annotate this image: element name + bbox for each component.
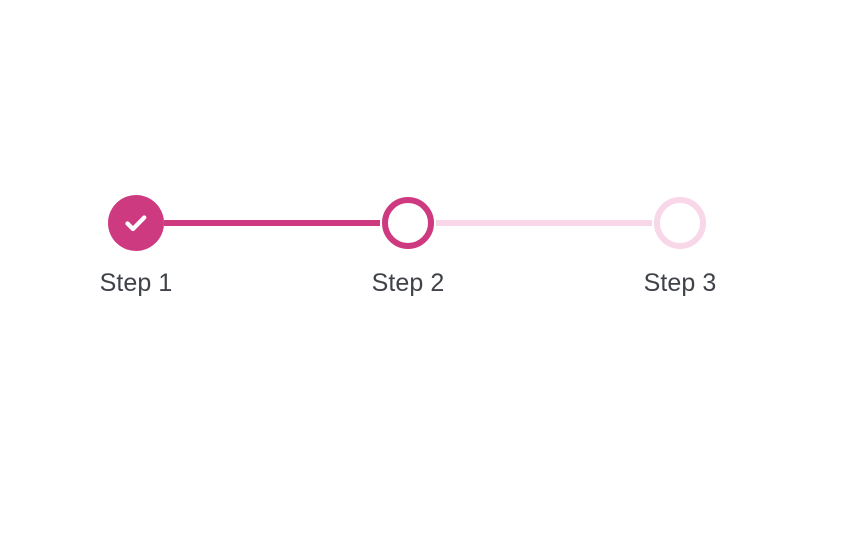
step-1-label: Step 1	[99, 269, 173, 297]
step-2-label: Step 2	[371, 269, 445, 297]
stepper-connector-2	[436, 220, 652, 226]
step-2-marker[interactable]	[382, 197, 434, 249]
progress-stepper: Step 1 Step 2 Step 3	[100, 195, 716, 298]
step-3-label: Step 3	[643, 269, 717, 297]
stepper-step-2[interactable]: Step 2	[372, 195, 444, 298]
stepper-connector-1	[164, 220, 380, 226]
step-1-marker[interactable]	[108, 195, 164, 251]
step-3-marker[interactable]	[654, 197, 706, 249]
stepper-step-1[interactable]: Step 1	[100, 195, 172, 298]
stepper-step-3[interactable]: Step 3	[644, 195, 716, 298]
check-icon	[125, 215, 147, 232]
